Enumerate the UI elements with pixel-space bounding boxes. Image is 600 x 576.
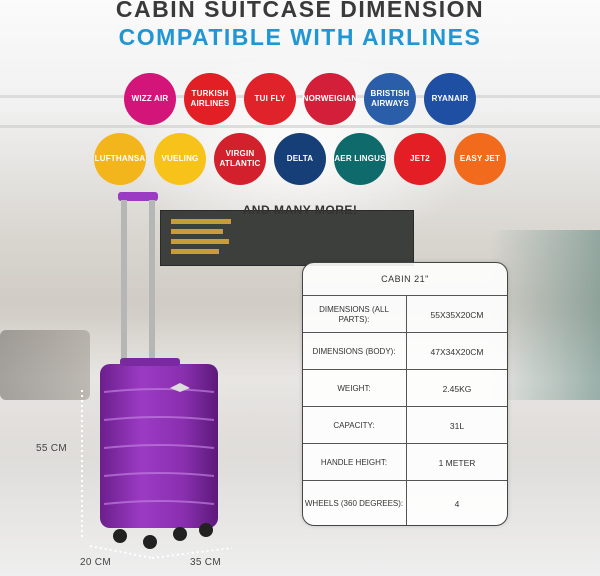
wheel: [113, 529, 127, 543]
handle-grip: [118, 192, 158, 201]
row-label: WEIGHT:: [337, 383, 371, 393]
page-title: CABIN SUITCASE DIMENSION: [115, 0, 485, 22]
row-value: 4: [406, 481, 507, 525]
airline-logo-aer-lingus: AER LINGUS: [334, 133, 386, 185]
departure-board: [160, 210, 414, 266]
row-label: HANDLE HEIGHT:: [320, 457, 388, 467]
row-label: CAPACITY:: [333, 420, 375, 430]
airline-logo-turkish-airlines: TURKISH AIRLINES: [184, 73, 236, 125]
wheel: [173, 527, 187, 541]
row-label: DIMENSIONS (ALL PARTS):: [319, 304, 389, 324]
airline-logo-easy-jet: EASY JET: [454, 133, 506, 185]
height-label: 55 CM: [36, 443, 67, 454]
width-dimension-line: [151, 547, 233, 559]
ceiling-beam: [0, 125, 600, 128]
row-value: 55X35X20CM: [406, 296, 507, 333]
airline-logo-norweigian: NORWEIGIAN: [303, 73, 357, 125]
airline-logo-tui-fly: TUI FLY: [244, 73, 296, 125]
airline-logo-delta: DELTA: [274, 133, 326, 185]
depth-dimension-line: [89, 545, 153, 559]
airline-logo-ryanair: RYANAIR: [424, 73, 476, 125]
airline-logo-lufthansa: LUFTHANSA: [94, 133, 146, 185]
wheel: [199, 523, 213, 537]
ceiling-beam: [0, 95, 600, 98]
spec-table: CABIN 21" DIMENSIONS (ALL PARTS): 55X35X…: [302, 262, 508, 526]
handle-rod: [121, 200, 127, 365]
airline-logo-virgin-atlantic: VIRGIN ATLANTIC: [214, 133, 266, 185]
table-row: CAPACITY: 31L: [303, 406, 507, 444]
spec-table-heading: CABIN 21": [381, 274, 429, 284]
background-people: [0, 330, 90, 400]
depth-label: 20 CM: [80, 557, 111, 568]
row-label: WHEELS (360 DEGREES):: [304, 498, 404, 508]
background-shops: [490, 230, 600, 400]
wheel: [143, 535, 157, 549]
airline-logo-jet2: JET2: [394, 133, 446, 185]
handle-rod: [149, 200, 155, 365]
airline-logo-wizz-air: WIZZ AIR: [124, 73, 176, 125]
row-value: 2.45KG: [406, 370, 507, 407]
and-many-more-text: AND MANY MORE!: [242, 203, 358, 217]
table-row: DIMENSIONS (BODY): 47X34X20CM: [303, 332, 507, 370]
airline-logo-bristish-airways: BRISTISH AIRWAYS: [364, 73, 416, 125]
airline-logo-vueling: VUELING: [154, 133, 206, 185]
table-row: WEIGHT: 2.45KG: [303, 369, 507, 407]
row-value: 31L: [406, 407, 507, 444]
table-row: HANDLE HEIGHT: 1 METER: [303, 443, 507, 481]
page-subtitle: COMPATIBLE WITH AIRLINES: [118, 24, 482, 50]
logo-badge: [170, 383, 190, 392]
row-value: 1 METER: [406, 444, 507, 481]
table-row: DIMENSIONS (ALL PARTS): 55X35X20CM: [303, 295, 507, 333]
row-label: DIMENSIONS (BODY):: [312, 346, 396, 356]
row-value: 47X34X20CM: [406, 333, 507, 370]
table-row: WHEELS (360 DEGREES): 4: [303, 480, 507, 525]
width-label: 35 CM: [190, 557, 221, 568]
suitcase-illustration: [81, 192, 233, 559]
